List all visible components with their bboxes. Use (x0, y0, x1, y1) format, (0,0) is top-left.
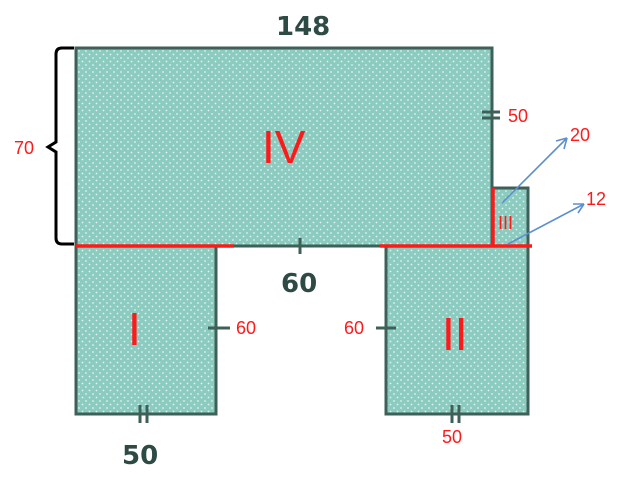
region-label-iv: IV (262, 121, 306, 173)
label-arrow-upper: 20 (570, 125, 590, 145)
region-label-i: I (128, 303, 141, 355)
label-top-length: 148 (276, 12, 330, 42)
label-right-upper: 50 (508, 106, 528, 126)
label-arrow-lower: 12 (586, 189, 606, 209)
arrow-upper-head (555, 137, 568, 150)
label-right-piece-bottom: 50 (442, 427, 462, 447)
label-bracket-height: 70 (14, 138, 34, 158)
region-i-rect (74, 244, 218, 416)
region-label-iii: III (498, 213, 513, 233)
height-bracket (45, 46, 74, 246)
label-gap-width: 60 (281, 269, 317, 299)
label-left-piece-bottom: 50 (122, 441, 158, 471)
label-left-piece-side: 60 (236, 318, 256, 338)
region-label-ii: II (442, 308, 468, 360)
arrow-lower-line (507, 203, 585, 245)
region-iv-rect (74, 46, 494, 248)
arrow-upper-line (501, 137, 568, 204)
arrow-lower-head (573, 203, 585, 214)
label-right-piece-side: 60 (344, 318, 364, 338)
